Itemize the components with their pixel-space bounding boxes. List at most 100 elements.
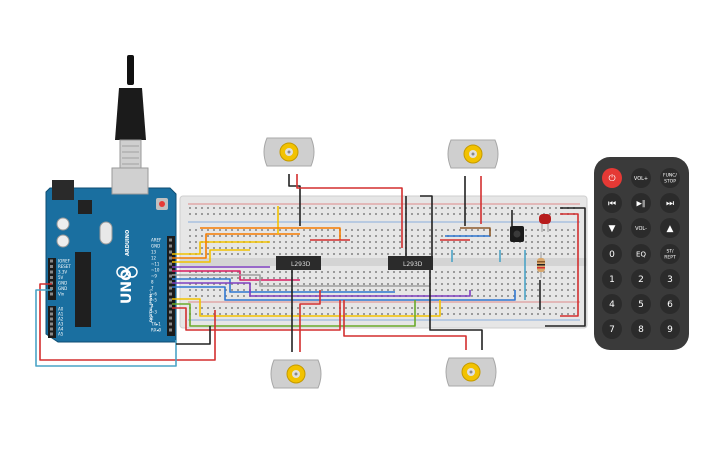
analog-pin-header[interactable] [48,306,56,338]
analog-pin-label: A3 [58,322,64,327]
wire-brown-1 [460,227,491,236]
remote-button-1[interactable]: 1 [602,269,622,289]
power-pin-label: Vin [58,292,65,297]
wire-blue-1 [172,278,395,293]
voltage-regulator [78,200,92,214]
remote-button-label: 7 [609,325,615,335]
ir-remote[interactable]: ⏻ VOL+ FUNC/STOP ⏮ ▶‖ ⏭ ▼ VOL- ▲ 0 EQ ST/REPT 1 2 3 4 5 6… [594,157,689,350]
remote-button-5[interactable]: 5 [631,294,651,314]
remote-button-eq[interactable]: EQ [631,244,651,264]
remote-button-label: ST/ [666,249,674,255]
atmega-chip [75,252,91,327]
digital-pin-label: ~11 [151,262,160,267]
power-button[interactable]: ⏻ [602,168,622,188]
remote-button-0[interactable]: 0 [602,244,622,264]
digital-pin-label: AREF [151,238,162,243]
remote-button-8[interactable]: 8 [631,319,651,339]
up-icon: ▲ [667,224,674,234]
remote-button-label: EQ [636,251,646,259]
brand-label: ARDUINO [125,230,131,256]
remote-button-6[interactable]: 6 [660,294,680,314]
remote-button-func-stop[interactable]: FUNC/STOP [660,168,680,188]
digital-pin-label: 2 [151,316,154,321]
power-pin-label: GND [58,281,67,286]
up-button[interactable]: ▲ [660,218,680,238]
remote-button-label: 5 [638,300,644,310]
remote-button-4[interactable]: 4 [602,294,622,314]
remote-button-label: VOL- [635,226,647,232]
remote-button-label: REPT [664,255,676,261]
motor-top-right[interactable] [447,139,499,169]
motor-driver-1[interactable]: L293D [276,256,321,270]
ir-receiver[interactable] [510,226,524,242]
wire-green-1 [172,300,416,327]
digital-header-label: DIGITAL (PWM~) [149,289,153,322]
remote-button-st-rept[interactable]: ST/REPT [660,244,680,264]
digital-pin-label: ~9 [151,274,157,279]
capacitor-1 [56,217,70,231]
wire-purple-2 [172,282,471,297]
remote-button-label: 1 [609,275,615,285]
digital-pin-label: 8 [151,280,154,285]
red-led[interactable] [539,214,551,232]
breadboard[interactable] [179,195,588,329]
digital-pin-label: 13 [151,250,157,255]
power-pin-label: GND [58,286,67,291]
power-pin-label: IOREF [58,259,71,264]
crystal [99,221,113,245]
wire-orange-top [200,227,341,240]
usb-cable [127,55,134,85]
wire-right-red [560,213,579,317]
motor-driver-2[interactable]: L293D [388,256,433,270]
remote-button-label: 9 [667,325,673,335]
remote-button-label: 3 [667,275,673,285]
analog-pin-label: A1 [58,312,64,317]
remote-button-7[interactable]: 7 [602,319,622,339]
digital-pin-label: TX▸1 [150,322,161,327]
fast-forward-icon: ⏭ [666,199,674,209]
digital-pin-label: GND [151,244,160,249]
wire-blue-2 [172,286,516,301]
digital-pin-label: ~3 [151,310,157,315]
breadboard-holes [189,207,575,315]
wire-motor-tl-black [288,174,301,226]
digital-pin-label: 12 [151,256,157,261]
fast-forward-button[interactable]: ⏭ [660,193,680,213]
remote-button-vol[interactable]: VOL- [631,218,651,238]
analog-pin-label: A5 [58,332,64,337]
remote-button-grid: ⏻ VOL+ FUNC/STOP ⏮ ▶‖ ⏭ ▼ VOL- ▲ 0 EQ ST/REPT 1 2 3 4 5 6… [602,168,680,339]
wire-red-arduino [172,300,341,331]
resistor[interactable] [537,252,545,278]
power-pin-label: RESET [58,264,71,269]
remote-button-2[interactable]: 2 [631,269,651,289]
rewind-button[interactable]: ⏮ [602,193,622,213]
usb-port [111,167,149,195]
motor-top-left[interactable] [263,137,315,167]
remote-button-vol[interactable]: VOL+ [631,168,651,188]
remote-button-label: 0 [609,250,615,260]
arduino-uno-board[interactable]: UNO ARDUINO DIGITAL (PWM~) AREFGND1312~1… [45,55,177,343]
down-button[interactable]: ▼ [602,218,622,238]
wire-yellow-3 [172,298,441,317]
digital-pin-header[interactable] [167,236,175,336]
wires [35,174,586,367]
play-pause-icon: ▶‖ [637,200,646,208]
wire-orange-1 [172,233,300,259]
wire-motor-br-black [429,270,483,350]
remote-button-label: 6 [667,300,673,310]
wire-motor-tl-red [296,174,403,248]
play-pause-button[interactable]: ▶‖ [631,193,651,213]
motor-bottom-right[interactable] [445,357,497,387]
power-jack [52,180,74,200]
power-pin-label: 3.3V [58,270,67,275]
remote-button-9[interactable]: 9 [660,319,680,339]
remote-button-label: 2 [638,275,644,285]
motor-bottom-left[interactable] [270,359,322,389]
usb-connector [119,139,142,171]
wire-black-vertical [420,195,433,258]
board-name-label: UNO [119,269,135,304]
remote-button-label: STOP [664,179,676,185]
remote-button-3[interactable]: 3 [660,269,680,289]
